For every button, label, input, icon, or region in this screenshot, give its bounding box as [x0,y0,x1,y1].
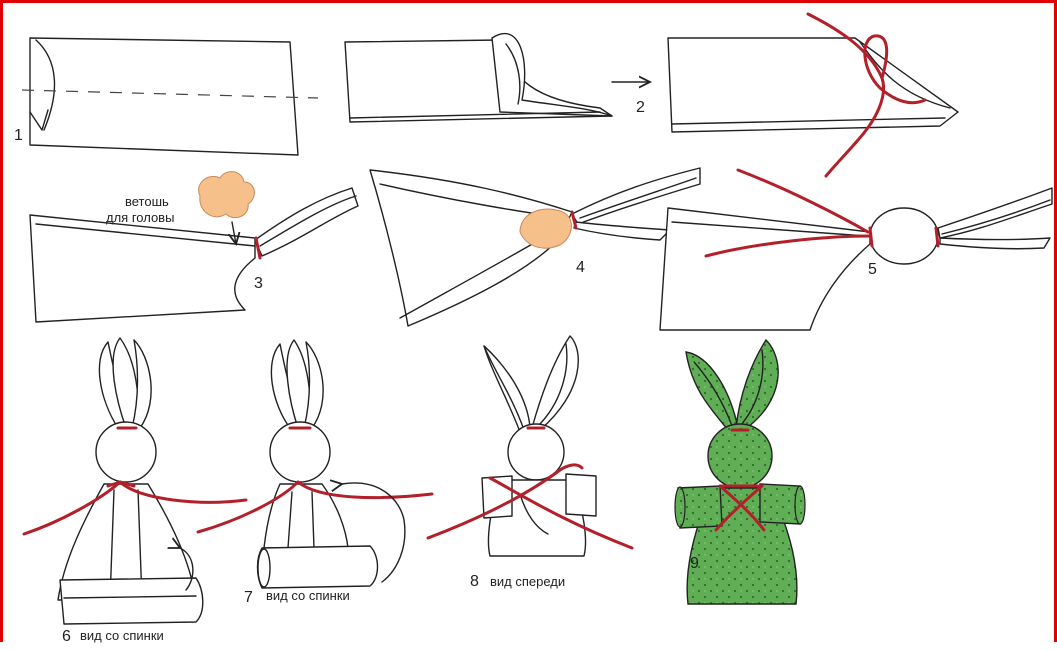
red-frame [0,0,1057,642]
diagram-canvas: 1 2 ветошь для головы 3 [0,0,1057,645]
